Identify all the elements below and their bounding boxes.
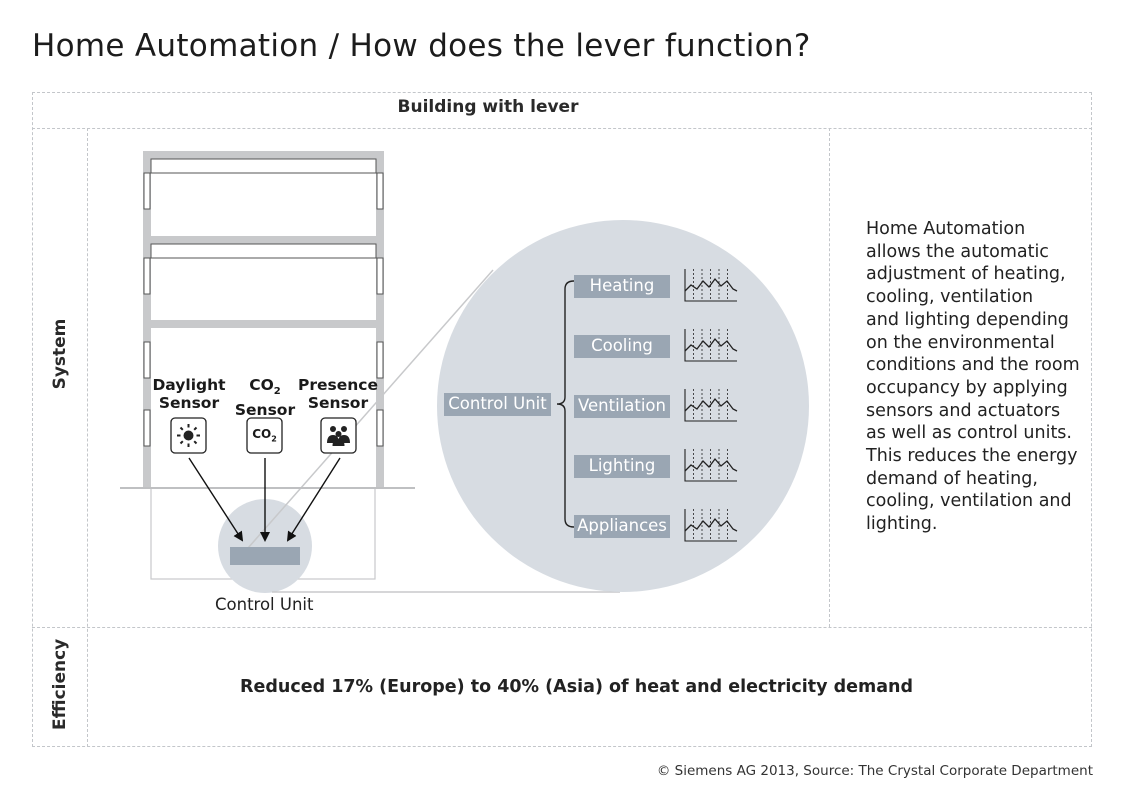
output-bracket (556, 280, 575, 528)
zoom-control-unit-label: Control Unit (448, 394, 547, 413)
control-unit-circle (218, 499, 312, 593)
output-box-appliances (574, 515, 670, 538)
zoom-line-top (247, 269, 494, 549)
control-unit-bar (230, 547, 300, 565)
people-icon (320, 417, 357, 454)
output-box-cooling (574, 335, 670, 358)
row-divider (32, 627, 1092, 628)
output-label-lighting: Lighting (588, 456, 656, 475)
description-text: Home Automation allows the automatic adj… (866, 219, 1080, 535)
output-box-lighting (574, 455, 670, 478)
output-boxes (574, 275, 670, 538)
output-label-cooling: Cooling (591, 336, 653, 355)
output-label-ventilation: Ventilation (578, 396, 666, 415)
description-column-divider (829, 128, 830, 627)
page-title: Home Automation / How does the lever fun… (32, 28, 811, 64)
wall-windows (143, 172, 384, 447)
diagram-frame (32, 92, 1092, 747)
building-structure (143, 151, 384, 488)
copyright: © Siemens AG 2013, Source: The Crystal C… (656, 763, 1093, 779)
co2-icon (246, 417, 283, 454)
co2-icon-text: CO2 (252, 427, 277, 444)
header-divider (32, 128, 1092, 129)
floor-outlines (150, 158, 377, 259)
sun-icon (170, 417, 207, 454)
efficiency-text: Reduced 17% (Europe) to 40% (Asia) of he… (240, 677, 914, 697)
sensor-arrows (188, 457, 341, 542)
control-unit-label: Control Unit (215, 595, 314, 614)
output-label-appliances: Appliances (577, 516, 667, 535)
output-box-heating (574, 275, 670, 298)
output-box-ventilation (574, 395, 670, 418)
output-label-heating: Heating (589, 276, 655, 295)
mini-chart-appliances (684, 509, 738, 542)
label-column-divider (87, 128, 88, 747)
mini-chart-heating (684, 269, 738, 302)
mini-chart-lighting (684, 449, 738, 482)
mini-chart-cooling (684, 329, 738, 362)
zoom-control-unit-box (444, 393, 551, 416)
mini-charts (684, 269, 738, 542)
mini-chart-ventilation (684, 389, 738, 422)
column-header: Building with lever (397, 97, 579, 117)
